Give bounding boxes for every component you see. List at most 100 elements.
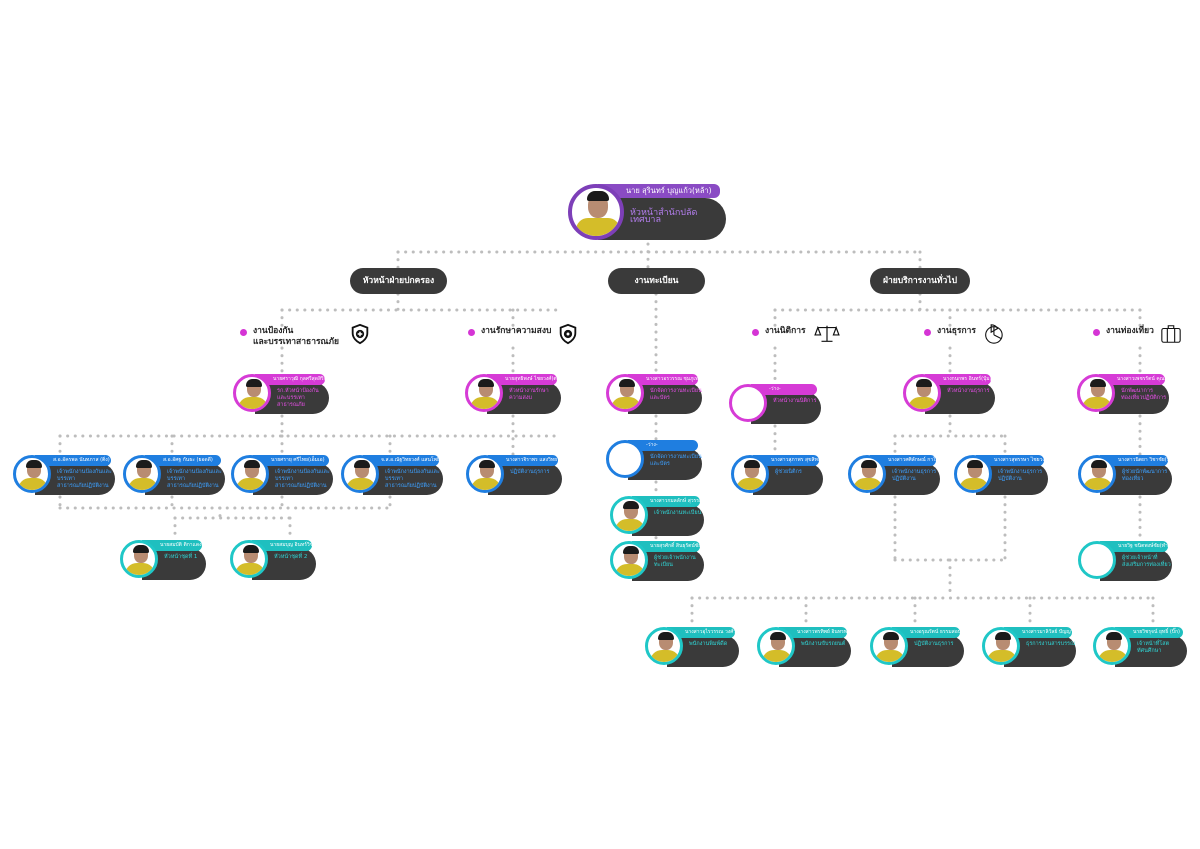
card-name-tag: -ว่าง- (628, 440, 698, 451)
avatar (120, 540, 158, 578)
card-role: รก.หัวหน้าป้องกัน และบรรเทาสาธารณภัย (277, 388, 319, 408)
card-role: นักพัฒนาการ ท่องเที่ยวปฏิบัติการ (1121, 388, 1167, 401)
unit-label: งานท่องเที่ยว (1106, 326, 1154, 336)
avatar (341, 455, 379, 493)
avatar (870, 627, 908, 665)
unit-legal[interactable]: งานนิติการ (752, 325, 842, 345)
card-role: นักจัดการงานทะเบียน และบัตร (650, 454, 702, 467)
staff-card[interactable]: นายสมบัติ ติกาแดง(ตุ๊)หัวหน้าชุดที่ 1 (120, 540, 206, 580)
staff-card[interactable]: ส.อ.อัครพล นันทภาส (ติ่ง)เจ้าพนักงานป้อง… (13, 455, 115, 495)
card-name-tag: นายสมบัติ ติกาแดง(ตุ๊) (142, 540, 202, 551)
staff-card[interactable]: นางอรุณรัตน์ ธรรมสอน (ตุ๊)ปฏิบัติงานธุรก… (870, 627, 964, 667)
staff-card[interactable]: นางสาวพรทิพย์ อินทรพรหม (หวัง) พนักงานขับ… (757, 627, 851, 667)
staff-card[interactable]: นางกนกพร อินทร์(ปุ๋ม) หัวหน้างานธุรการ (903, 374, 995, 414)
avatar (466, 455, 504, 493)
avatar (230, 540, 268, 578)
avatar (13, 455, 51, 493)
luggage-icon (1161, 325, 1181, 343)
card-role: เจ้าพนักงานธุรการปฏิบัติงาน (892, 469, 937, 482)
dept-admin[interactable]: หัวหน้าฝ่ายปกครอง (350, 268, 447, 294)
card-name-tag: นางสาวกมลลักษ์ สุวรรณศรี(อิ๋ม) (632, 496, 700, 507)
card-name-tag: นายวิชรุจน์ ยุทธิ์ (บิ๊ก) (1115, 627, 1183, 638)
avatar (1077, 374, 1115, 412)
staff-card[interactable]: จ.ส.อ.ณัฐวิทยวงศ์ แสนโพธิ์(ตอง) เจ้าพนักง… (341, 455, 443, 495)
avatar (231, 455, 269, 493)
unit-label: งานธุรการ (937, 326, 976, 336)
card-role: หัวหน้างานรักษาความสงบ (509, 388, 549, 401)
card-role: เจ้าพนักงานป้องกันและบรรเทา สาธารณภัยปฏิ… (275, 469, 330, 489)
card-name-tag: นายสุรศักดิ์ สินธุรัตน์ชัย (นัท) (632, 541, 700, 552)
card-name-tag: นายศรายุ ศรีไทย(เอ็มเอ) (253, 455, 329, 466)
staff-card[interactable]: นางสาวจิราพร แสงวิทยา(อิ๋ว)ปฏิบัติงานธุร… (466, 455, 562, 495)
staff-card[interactable]: นายวิฐ ชนิตพงษ์ชัย(ทำงาน)ผู้ช่วยเจ้าหน้า… (1078, 541, 1172, 581)
avatar (123, 455, 161, 493)
vacant-avatar (606, 440, 644, 478)
vacant-avatar (729, 384, 767, 422)
avatar (982, 627, 1020, 665)
staff-card[interactable]: -ว่าง-หัวหน้างานนิติการ (729, 384, 821, 424)
card-role: ผู้ช่วยนักพัฒนาการท่องเที่ยว (1122, 469, 1168, 482)
staff-card[interactable]: นางสาวกมลลักษ์ สุวรรณศรี(อิ๋ม) เจ้าพนักงา… (610, 496, 704, 536)
unit-label: งานรักษาความสงบ (481, 326, 552, 336)
card-name-tag: นายสุทธิพงษ์ ไชยวงศ์(ต่อ) (487, 374, 557, 385)
unit-peace[interactable]: งานรักษาความสงบ (468, 323, 579, 345)
card-role: หัวหน้างานธุรการ (947, 388, 990, 394)
police-badge-icon (560, 323, 577, 345)
staff-card[interactable]: นางสาวสุพรรษา ไชยวงค์(อ้อม)เจ้าพนักงานธุ… (954, 455, 1048, 495)
staff-card[interactable]: นายวิชรุจน์ ยุทธิ์ (บิ๊ก) เจ้าหน้าที่โสตท… (1093, 627, 1187, 667)
card-role: ผู้ช่วยเจ้าพนักงานทะเบียน (654, 555, 696, 568)
card-name-tag: นางสาวมาลิวัลย์ ปัญญาวงค์ (ทัศ) (1004, 627, 1072, 638)
staff-card[interactable]: นางสาวสุภาพร สุขสิทธาพิทักษ์ผู้ช่วยนิติก… (731, 455, 823, 495)
staff-card[interactable]: นางสาวศศิลักษณ์ กาใจมูล(อ้อ) เจ้าพนักงานธ… (848, 455, 940, 495)
card-role: พนักงานขับรถยนต์ (801, 641, 846, 647)
card-role: เจ้าหน้าที่โสตทัศนศึกษา (1137, 641, 1170, 654)
avatar (610, 496, 648, 534)
avatar (848, 455, 886, 493)
unit-disaster[interactable]: งานป้องกัน และบรรเทาสาธารณภัย (240, 323, 371, 348)
card-role: พนักงานพิมพ์ดีด (689, 641, 728, 647)
card-role: นักจัดการงานทะเบียน และบัตร (650, 388, 702, 401)
bullet-dot (468, 329, 475, 336)
card-name-tag: นางกนกพร อินทร์(ปุ๋ม) (925, 374, 991, 385)
card-name-tag: นางสาวพรทิพย์ อินทรพรหม (หวัง) (779, 627, 847, 638)
staff-card[interactable]: นางสาวอรวรรณ ชุมภูเทพกุลงามนักจัดการงานท… (606, 374, 702, 414)
card-role: ผู้ช่วยนิติกร (775, 469, 802, 475)
avatar (954, 455, 992, 493)
unit-label: งานป้องกัน และบรรเทาสาธารณภัย (253, 326, 340, 347)
unit-label: งานนิติการ (765, 326, 806, 336)
avatar (233, 374, 271, 412)
staff-card[interactable]: นางสาวเพชรรัตน์ คุณสิงห์ไชยทองนักพัฒนากา… (1077, 374, 1169, 414)
card-name-tag: นางสาวศศิลักษณ์ กาใจมูล(อ้อ) (870, 455, 936, 466)
staff-card[interactable]: นางสาวอุไรวรรณ วงศ์วาน (ผึ้ง)พนักงานพิมพ… (645, 627, 739, 667)
dept-general[interactable]: ฝ่ายบริการงานทั่วไป (870, 268, 970, 294)
staff-card[interactable]: นางสาวนิตยา วิชาชัย(ปิ้ม)ผู้ช่วยนักพัฒนา… (1078, 455, 1172, 495)
card-name-tag: นายศราวุฒิ กุลศรีสุดสิริ(ต่อ) (255, 374, 325, 385)
avatar (610, 541, 648, 579)
bullet-dot (1093, 329, 1100, 336)
card-role: ปฏิบัติงานธุรการ (914, 641, 954, 647)
shield-plus-icon (351, 323, 369, 345)
staff-card[interactable]: -ว่าง- นักจัดการงานทะเบียน และบัตร (606, 440, 702, 480)
card-name-tag: -ว่าง- (751, 384, 817, 395)
staff-card[interactable]: นายสุรศักดิ์ สินธุรัตน์ชัย (นัท) ผู้ช่วยเ… (610, 541, 704, 581)
avatar (903, 374, 941, 412)
staff-card[interactable]: นายศราวุฒิ กุลศรีสุดสิริ(ต่อ) รก.หัวหน้าป… (233, 374, 329, 414)
staff-card[interactable]: นายสมบุญ อินทร์วิชัย (โต)หัวหน้าชุดที่ 2 (230, 540, 316, 580)
staff-card[interactable]: นายศรายุ ศรีไทย(เอ็มเอ) เจ้าพนักงานป้องกั… (231, 455, 333, 495)
staff-card[interactable]: นายสุทธิพงษ์ ไชยวงศ์(ต่อ) หัวหน้างานรักษา… (465, 374, 561, 414)
avatar (1093, 627, 1131, 665)
card-role: เจ้าพนักงานธุรการปฏิบัติงาน (998, 469, 1043, 482)
card-name-tag: นายสมบุญ อินทร์วิชัย (โต) (252, 540, 312, 551)
card-role: เจ้าพนักงานทะเบียน (654, 510, 702, 516)
dept-registry[interactable]: งานทะเบียน (608, 268, 705, 294)
staff-card[interactable]: นางสาวมาลิวัลย์ ปัญญาวงค์ (ทัศ)ธุรการงาน… (982, 627, 1076, 667)
staff-card[interactable]: ส.อ.อัศฐ กันธะ (ยอดดี)เจ้าพนักงานป้องกัน… (123, 455, 225, 495)
chief-card[interactable]: นาย สุรินทร์ บุญแก้ว(หล้า) หัวหน้าสำนักป… (568, 184, 728, 244)
card-role: เจ้าพนักงานป้องกันและบรรเทา สาธารณภัยปฏิ… (385, 469, 440, 489)
card-name-tag: จ.ส.อ.ณัฐวิทยวงศ์ แสนโพธิ์(ตอง) (363, 455, 439, 466)
unit-clerical[interactable]: งานธุรการ (924, 324, 1004, 345)
unit-tourism[interactable]: งานท่องเที่ยว (1093, 325, 1182, 345)
avatar (606, 374, 644, 412)
